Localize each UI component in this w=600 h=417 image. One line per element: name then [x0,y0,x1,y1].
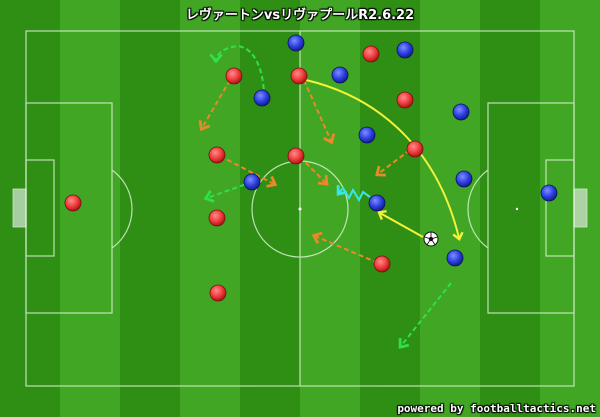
green-arrow [209,45,265,98]
blue-player [243,173,261,191]
blue-player [455,170,473,188]
green-arrow [398,282,452,349]
orange-arrows [198,79,411,264]
orange-arrow [303,79,336,145]
red-player [373,255,391,273]
blue-player [287,34,305,52]
orange-arrow [219,155,278,188]
red-player [290,67,308,85]
board-title: レヴァートンvsリヴァプールR2.6.22 [185,8,415,23]
cyan-dribble-arrow [336,185,371,203]
red-player [362,45,380,63]
orange-arrow [299,156,329,186]
red-player [208,146,226,164]
soccer-ball-icon [423,231,439,247]
red-player [396,91,414,109]
blue-team [243,34,558,267]
blue-player [452,103,470,121]
blue-player [368,194,386,212]
blue-player [446,249,464,267]
orange-arrow [375,149,411,177]
blue-player [540,184,558,202]
orange-arrow [311,231,379,264]
penalty-spot-right [515,207,519,211]
blue-player [358,126,376,144]
red-player [225,67,243,85]
blue-player [396,41,414,59]
yellow-arrows [305,79,464,242]
red-player [287,147,305,165]
red-player [64,194,82,212]
blue-player [331,66,349,84]
red-player [208,209,226,227]
green-arrows [203,45,452,349]
yellow-arrow [305,79,464,242]
blue-player [253,89,271,107]
goals [12,188,588,228]
red-team [64,45,424,302]
red-player [406,140,424,158]
orange-arrow [198,79,231,132]
center-spot [298,207,302,211]
yellow-arrow [377,209,424,238]
red-player [209,284,227,302]
credit-text: powered by footballtactics.net [397,402,596,415]
